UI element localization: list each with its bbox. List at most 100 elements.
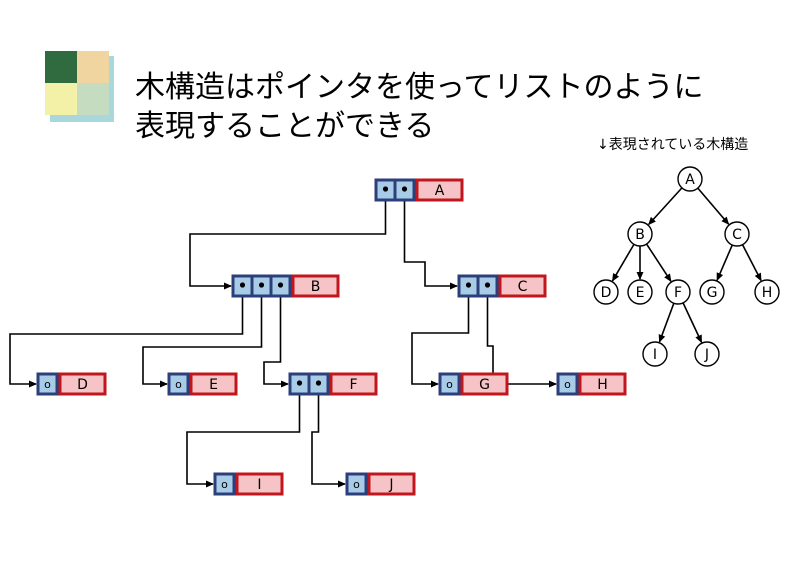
label-cell [415, 178, 464, 202]
pointer-dot [239, 282, 246, 288]
tree-caption: ↓表現されている木構造 [597, 137, 749, 153]
node-label: G [479, 377, 490, 393]
tree-node-label: J [704, 347, 709, 363]
pointer-link-f-i [186, 384, 301, 488]
tree-node-h [754, 279, 780, 305]
slide-title-line-2: 表現することができる [135, 109, 435, 144]
tree-edge-c-g [716, 244, 733, 281]
list-node-b: B [231, 274, 340, 298]
node-label: D [77, 377, 88, 393]
node-label: F [349, 377, 357, 393]
null-pointer-marker: o [446, 378, 453, 391]
null-pointer-marker: o [175, 378, 182, 391]
pointer-dot [382, 186, 389, 192]
tree-node-c [724, 221, 750, 247]
tree-node-label: A [685, 172, 695, 188]
tree-edge-f-i [658, 302, 675, 343]
tree-node-label: C [732, 227, 742, 243]
null-pointer-marker: o [44, 378, 51, 391]
tree-node-label: G [707, 285, 718, 301]
pointer-cell [213, 472, 236, 496]
tree-edge-c-h [741, 244, 762, 282]
tree-node-g [699, 279, 725, 305]
list-node-f: F [288, 372, 378, 396]
tree-edge-b-d [611, 243, 635, 282]
tree-node-d [593, 279, 619, 305]
label-cell [235, 472, 284, 496]
list-node-c: C [457, 274, 547, 298]
pointer-dot [315, 380, 322, 386]
pointer-link-a-c [403, 190, 458, 290]
pointer-dot [401, 186, 408, 192]
pointer-cell [556, 372, 579, 396]
tree-node-a [677, 166, 703, 192]
deco-square-tan [77, 51, 109, 83]
tree-node-label: I [653, 347, 657, 363]
node-label: B [311, 279, 321, 295]
decorative-squares [45, 51, 114, 122]
node-label: J [388, 477, 393, 493]
binary-tree: A B C D E F G H I J [593, 166, 780, 367]
tree-edge-b-f [645, 243, 672, 282]
label-cell [58, 372, 107, 396]
pointer-link-b-d [9, 286, 244, 388]
label-cell [329, 372, 378, 396]
pointer-link-b-f [263, 286, 289, 388]
node-label: I [257, 477, 261, 493]
pointer-cell [167, 372, 190, 396]
tree-node-label: B [635, 227, 645, 243]
pointer-dot [277, 282, 284, 288]
deco-square-yellow [45, 83, 77, 115]
tree-edge-a-c [697, 187, 730, 225]
pointer-dot [484, 282, 491, 288]
tree-node-i [642, 341, 668, 367]
label-cell [578, 372, 627, 396]
node-label: E [209, 377, 218, 393]
null-pointer-marker: o [221, 478, 228, 491]
deco-square-dark-green [45, 51, 77, 83]
tree-edge-a-b [648, 187, 683, 226]
pointer-links [9, 190, 557, 488]
tree-node-label: D [601, 285, 612, 301]
label-cell [498, 274, 547, 298]
tree-node-e [627, 279, 653, 305]
pointer-link-f-j [311, 384, 346, 488]
null-pointer-marker: o [353, 478, 360, 491]
pointer-dot [465, 282, 472, 288]
label-cell [367, 472, 416, 496]
null-pointer-marker: o [564, 378, 571, 391]
tree-node-label: F [674, 285, 682, 301]
tree-edge-f-j [682, 302, 703, 344]
pointer-link-b-e [142, 286, 263, 388]
deco-square-light-green [77, 83, 109, 115]
tree-node-f [665, 279, 691, 305]
node-label: A [435, 183, 445, 199]
pointer-link-c-h [486, 286, 557, 388]
label-cell [460, 372, 509, 396]
slide-title-line-1: 木構造はポインタを使ってリストのように [135, 70, 704, 105]
label-cell [189, 372, 238, 396]
pointer-cell [438, 372, 461, 396]
pointer-link-a-b [189, 190, 387, 290]
tree-node-label: H [762, 285, 773, 301]
node-label: C [518, 279, 528, 295]
pointer-cell [36, 372, 59, 396]
label-cell [291, 274, 340, 298]
pointer-dot [296, 380, 303, 386]
pointer-link-c-g [411, 286, 470, 388]
node-label: H [597, 377, 608, 393]
tree-node-b [627, 221, 653, 247]
pointer-cell [345, 472, 368, 496]
pointer-dot [258, 282, 265, 288]
tree-node-label: E [636, 285, 645, 301]
list-node-a: A [374, 178, 464, 202]
tree-node-j [694, 341, 720, 367]
